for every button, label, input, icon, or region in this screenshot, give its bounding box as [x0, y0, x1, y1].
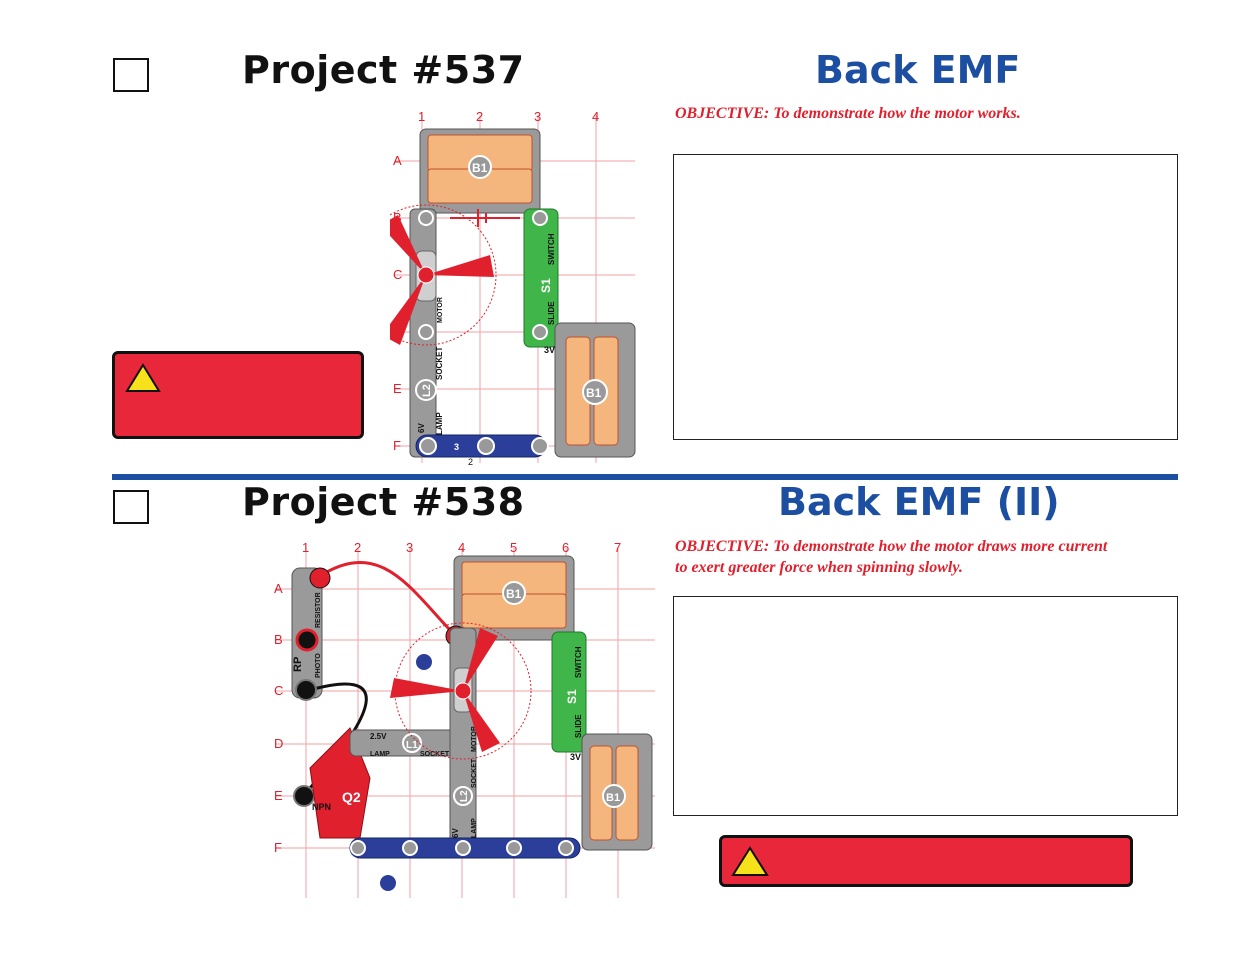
back-emf-ii-title: Back EMF (II): [778, 480, 1060, 524]
row-label: B: [274, 632, 283, 647]
circuit-diagram-538: 1 2 3 4 5 6 7 A B C D E F B1 RP PHOTO RE…: [274, 540, 655, 898]
col-label: 4: [592, 109, 599, 124]
project-538-objective-line1: OBJECTIVE: To demonstrate how the motor …: [675, 538, 1108, 555]
row-label: E: [393, 381, 402, 396]
col-label: 3: [534, 109, 541, 124]
lamp1-socket-label: SOCKET: [420, 751, 450, 758]
row-label: C: [274, 683, 283, 698]
col-label: 3: [406, 540, 413, 555]
switch-id-label: S1: [539, 278, 553, 293]
warning-triangle-icon: [125, 363, 161, 392]
project-537-instructions-box: [673, 154, 1178, 440]
col-label: 1: [302, 540, 309, 555]
battery-side-label: B1: [606, 792, 620, 804]
col-label: 2: [354, 540, 361, 555]
col-label: 5: [510, 540, 517, 555]
project-538-instructions-box: [673, 596, 1178, 816]
section-divider: [112, 474, 1178, 480]
transistor-label: NPN: [312, 802, 331, 812]
battery-voltage: 3V: [570, 752, 581, 762]
switch-label: SWITCH: [547, 233, 556, 265]
wire-2-label: 2: [468, 457, 473, 465]
col-label: 1: [418, 109, 425, 124]
lamp-voltage: 6V: [417, 423, 426, 433]
project-537-title: Project #537: [242, 48, 525, 92]
warning-triangle-icon: [731, 846, 769, 876]
battery-voltage: 3V: [544, 345, 555, 355]
circuit-diagram-537: 1 2 3 4 A B C D E F B1 S1 SWITCH SLIDE B…: [390, 109, 636, 465]
switch-id-label: S1: [565, 689, 579, 704]
lamp2-id-label: L2: [459, 790, 470, 802]
battery-top-label: B1: [506, 587, 522, 601]
row-label: F: [393, 438, 401, 453]
project-537-warning-box: [112, 351, 364, 439]
row-label: F: [274, 840, 282, 855]
col-label: 2: [476, 109, 483, 124]
socket-label: SOCKET: [435, 347, 444, 380]
photo-id-label: RP: [292, 657, 304, 672]
project-538-warning-box: [719, 835, 1133, 887]
row-label: C: [393, 267, 402, 282]
project-537-checkbox[interactable]: [113, 58, 149, 92]
project-538-objective-line2: to exert greater force when spinning slo…: [675, 559, 963, 576]
row-label: D: [274, 736, 283, 751]
project-537-objective: OBJECTIVE: To demonstrate how the motor …: [675, 105, 1021, 122]
col-label: 4: [458, 540, 465, 555]
motor-label: MOTOR: [471, 726, 478, 752]
lamp2-lamp-label: LAMP: [471, 818, 478, 838]
slide-label: SLIDE: [574, 714, 583, 738]
lamp2-voltage: 6V: [451, 828, 460, 838]
wire-3-label: 3: [454, 442, 459, 452]
back-emf-title: Back EMF: [815, 48, 1021, 92]
row-label: E: [274, 788, 283, 803]
lamp1-voltage: 2.5V: [370, 732, 387, 741]
switch-label: SWITCH: [574, 646, 583, 678]
photo-label: PHOTO: [315, 653, 322, 678]
project-538-title: Project #538: [242, 480, 525, 524]
lamp-label: LAMP: [435, 412, 444, 435]
col-label: 6: [562, 540, 569, 555]
lamp1-lamp-label: LAMP: [370, 751, 390, 758]
col-label: 7: [614, 540, 621, 555]
lamp1-id-label: L1: [406, 740, 418, 751]
row-label: A: [393, 153, 402, 168]
lamp2-socket-label: SOCKET: [471, 758, 478, 788]
motor-label: MOTOR: [437, 297, 444, 323]
resistor-label: RESISTOR: [315, 592, 322, 628]
battery-top-label: B1: [472, 161, 488, 175]
slide-label: SLIDE: [547, 301, 556, 325]
row-label: A: [274, 581, 283, 596]
transistor-id-label: Q2: [342, 789, 361, 805]
project-538-checkbox[interactable]: [113, 490, 149, 524]
battery-side-label: B1: [586, 386, 602, 400]
lamp-id-label: L2: [421, 384, 433, 397]
